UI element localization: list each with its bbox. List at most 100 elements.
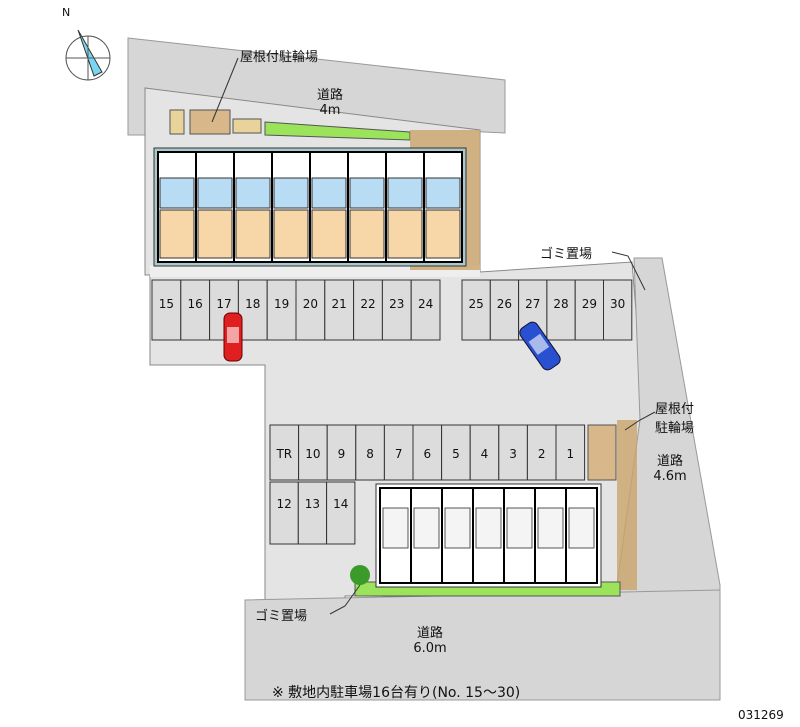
parking-space: 22 [353, 279, 383, 341]
parking-space: 14 [326, 481, 356, 545]
parking-number: 7 [395, 447, 403, 461]
apartment-unit [565, 487, 598, 584]
label-garbage-bottom: ゴミ置場 [255, 609, 308, 624]
parking-number: 9 [338, 447, 346, 461]
apartment-unit [233, 151, 273, 263]
garbage-area-top [232, 118, 262, 134]
car-blue [519, 321, 561, 371]
label-bike-top: 屋根付駐輪場 [240, 50, 319, 65]
parking-number: 5 [452, 447, 460, 461]
parking-space: 6 [412, 424, 443, 481]
apartment-unit [379, 487, 412, 584]
compass-icon [65, 29, 111, 81]
parking-number: 22 [360, 297, 375, 311]
parking-number: 16 [188, 297, 203, 311]
footnote: ※ 敷地内駐車場16台有り(No. 15～30) [272, 685, 521, 701]
label-road-bottom: 道路 6.0m [405, 622, 455, 656]
brick-path-right [617, 420, 637, 590]
apartment-unit [347, 151, 387, 263]
apartment-unit [157, 151, 197, 263]
parking-space: 15 [151, 279, 182, 341]
parking-space: 16 [180, 279, 211, 341]
parking-number: 30 [610, 297, 625, 311]
parking-space: 12 [269, 481, 299, 545]
parking-number: 6 [423, 447, 431, 461]
parking-space: 10 [298, 424, 328, 481]
parking-number: 23 [389, 297, 404, 311]
parking-number: 4 [481, 447, 489, 461]
apartment-unit [271, 151, 311, 263]
building-top [153, 147, 467, 267]
apartment-unit [410, 487, 443, 584]
parking-number: 21 [332, 297, 347, 311]
parking-number: 29 [582, 297, 597, 311]
building-bottom [375, 483, 602, 588]
image-code: 031269 [738, 708, 784, 722]
parking-number: 20 [303, 297, 318, 311]
parking-space: 20 [295, 279, 326, 341]
car-red [223, 312, 243, 362]
parking-space: 25 [461, 279, 491, 341]
parking-number: 28 [553, 297, 568, 311]
label-road-right: 道路 4.6m [645, 450, 695, 484]
parking-space: 9 [326, 424, 357, 481]
parking-space: 23 [381, 279, 412, 341]
parking-space: 3 [498, 424, 528, 481]
parking-space: 2 [526, 424, 557, 481]
parking-number: 17 [216, 297, 231, 311]
parking-number: 19 [274, 297, 289, 311]
parking-number: 13 [305, 497, 320, 511]
label-garbage-right: ゴミ置場 [540, 247, 593, 262]
parking-number: 14 [333, 497, 348, 511]
label-road-top: 道路 4m [305, 84, 355, 118]
bike-shelter-top [189, 109, 231, 135]
parking-number: 3 [509, 447, 517, 461]
road-right-width: 4.6m [653, 469, 687, 484]
apartment-unit [472, 487, 505, 584]
leader-lines [211, 57, 656, 615]
parking-number: 25 [469, 297, 484, 311]
parking-number: 27 [525, 297, 540, 311]
parking-space: 5 [441, 424, 471, 481]
tree [350, 565, 370, 585]
parking-number: 2 [538, 447, 546, 461]
apartment-unit [503, 487, 536, 584]
parking-space: 7 [383, 424, 414, 481]
apartment-unit [423, 151, 463, 263]
road-top-width: 4m [319, 103, 341, 118]
parking-space: 29 [574, 279, 605, 341]
parking-space: 26 [489, 279, 520, 341]
apartment-unit [195, 151, 235, 263]
parking-space: TR [269, 424, 300, 481]
road-top-name: 道路 [316, 88, 343, 103]
label-bike-right: 屋根付 駐輪場 [655, 398, 694, 436]
parking-number: 12 [277, 497, 292, 511]
parking-space: 30 [603, 279, 633, 341]
parking-number: 18 [245, 297, 260, 311]
parking-space: 19 [266, 279, 297, 341]
parking-number: 15 [159, 297, 174, 311]
apartment-unit [385, 151, 425, 263]
parking-number: 1 [566, 447, 574, 461]
bike-right-line1: 屋根付 [655, 402, 695, 417]
parking-space: 4 [469, 424, 500, 481]
parking-space: 18 [237, 279, 268, 341]
parking-number: 10 [305, 447, 320, 461]
parking-number: 26 [497, 297, 512, 311]
parking-space: 1 [555, 424, 586, 481]
parking-number: TR [275, 447, 292, 461]
parking-number: 24 [418, 297, 433, 311]
storage-top [169, 109, 185, 135]
apartment-unit [441, 487, 474, 584]
bike-shelter-right [587, 424, 617, 481]
apartment-unit [534, 487, 567, 584]
parking-space: 28 [546, 279, 576, 341]
compass-north-label: N [62, 6, 71, 19]
parking-number: 8 [366, 447, 374, 461]
parking-space: 24 [410, 279, 441, 341]
road-bottom-width: 6.0m [413, 641, 447, 656]
road-right-name: 道路 [656, 454, 683, 469]
parking-space: 8 [355, 424, 385, 481]
